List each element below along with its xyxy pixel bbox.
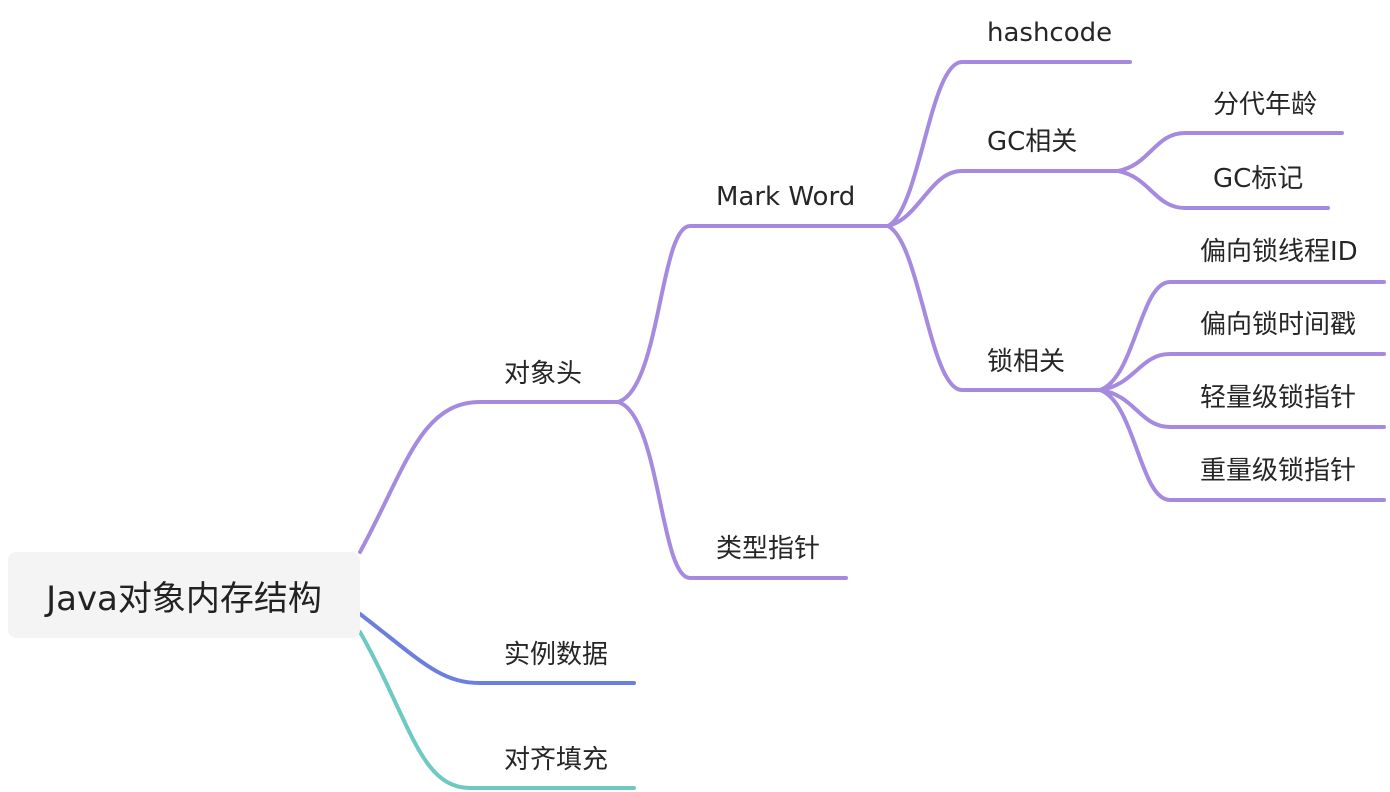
node-padding[interactable]: 对齐填充 [504, 745, 609, 775]
connector-root-padding [358, 630, 636, 790]
node-biased-timestamp[interactable]: 偏向锁时间戳 [1200, 310, 1357, 340]
root-node[interactable]: Java对象内存结构 [8, 552, 360, 638]
connector-root-instance-data [358, 612, 636, 685]
connector-gc-gen-age [1116, 131, 1344, 173]
connector-lock-biased-timestamp [1098, 352, 1386, 392]
node-mark-word[interactable]: Mark Word [716, 182, 856, 212]
node-gen-age[interactable]: 分代年龄 [1213, 90, 1318, 120]
connector-mark-word-hashcode [886, 60, 1132, 228]
connector-mark-word-gc-related [886, 169, 1120, 228]
connector-lock-lightweight-ptr [1098, 388, 1386, 429]
connector-object-header-mark-word [616, 224, 890, 404]
node-hashcode[interactable]: hashcode [987, 18, 1113, 48]
connector-gc-gc-mark [1116, 169, 1330, 210]
root-node-label: Java对象内存结构 [46, 578, 322, 619]
node-lightweight-ptr[interactable]: 轻量级锁指针 [1200, 383, 1357, 413]
node-instance-data[interactable]: 实例数据 [504, 640, 609, 670]
connector-lock-biased-thread-id [1098, 280, 1386, 392]
node-gc-mark[interactable]: GC标记 [1213, 164, 1304, 194]
node-biased-thread-id[interactable]: 偏向锁线程ID [1200, 237, 1358, 267]
node-object-header[interactable]: 对象头 [504, 359, 583, 389]
node-lock-related[interactable]: 锁相关 [987, 347, 1066, 377]
connector-object-header-type-pointer [616, 400, 848, 580]
connector-lock-heavyweight-ptr [1098, 388, 1386, 502]
node-type-pointer[interactable]: 类型指针 [716, 534, 821, 564]
node-heavyweight-ptr[interactable]: 重量级锁指针 [1200, 456, 1357, 486]
connector-root-object-header [358, 400, 620, 554]
connector-mark-word-lock-related [886, 224, 1102, 392]
node-gc-related[interactable]: GC相关 [987, 127, 1078, 157]
